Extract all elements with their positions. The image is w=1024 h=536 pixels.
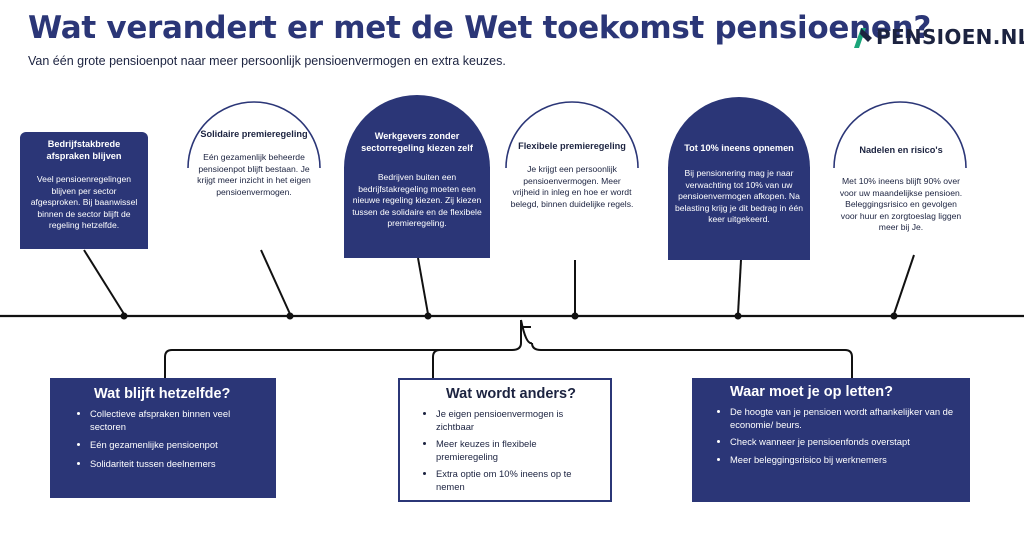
timeline-card-2: Solidaire premieregeling Eén gezamenlijk… (188, 126, 320, 236)
card-body: Bij pensionering mag je naar verwachting… (674, 168, 804, 224)
summary-list: Collectieve afspraken binnen veel sector… (76, 408, 262, 470)
timeline-dot-3 (424, 312, 432, 320)
timeline-card-1: Bedrijfstakbrede afspraken blijven Veel … (20, 132, 148, 249)
list-item: Collectieve afspraken binnen veel sector… (90, 408, 262, 433)
logo-text: PENSIOEN.NL (876, 25, 1024, 49)
timeline-dot-5 (734, 312, 742, 320)
card-title: Bedrijfstakbrede afspraken blijven (46, 139, 122, 161)
logo-mark-icon (854, 28, 872, 48)
card-title: Tot 10% ineens opnemen (684, 143, 794, 153)
summary-box-changes: Wat wordt anders? Je eigen pensioenvermo… (398, 378, 612, 502)
card-body: Veel pensioenregelingen blijven per sect… (30, 174, 138, 230)
card-body: Bedrijven buiten een bedrijfstakregeling… (352, 172, 482, 228)
card-title: Solidaire premieregeling (200, 129, 308, 139)
list-item: Meer keuzes in flexibele premieregeling (436, 438, 598, 463)
card-body: Eén gezamenlijk beheerde pensioenpot bli… (197, 152, 311, 197)
card-title: Nadelen en risico's (859, 145, 943, 155)
timeline-card-4: Flexibele premieregeling Je krijgt een p… (506, 138, 638, 258)
summary-title: Waar moet je op letten? (730, 384, 894, 400)
timeline-dot-4 (571, 312, 579, 320)
timeline-dot-6 (890, 312, 898, 320)
summary-title: Wat wordt anders? (446, 386, 576, 402)
list-item: De hoogte van je pensioen wordt afhankel… (730, 406, 956, 431)
card-body: Met 10% ineens blijft 90% over voor uw m… (839, 176, 963, 232)
summary-box-watch: Waar moet je op letten? De hoogte van je… (692, 378, 970, 502)
card-title: Flexibele premieregeling (518, 141, 626, 151)
list-item: Meer beleggingsrisico bij werknemers (730, 454, 956, 467)
summary-list: De hoogte van je pensioen wordt afhankel… (716, 406, 956, 466)
timeline-dot-1 (120, 312, 128, 320)
timeline-card-5: Tot 10% ineens opnemen Bij pensionering … (668, 140, 810, 260)
list-item: Extra optie om 10% ineens op te nemen (436, 468, 598, 493)
summary-box-same: Wat blijft hetzelfde? Collectieve afspra… (50, 378, 276, 498)
card-arch-2 (187, 101, 321, 169)
summary-list: Je eigen pensioenvermogen is zichtbaar M… (422, 408, 598, 494)
card-body: Je krijgt een persoonlijk pensioenvermog… (510, 164, 634, 209)
card-title: Werkgevers zonder sectorregeling kiezen … (361, 131, 473, 153)
page-subtitle: Van één grote pensioenpot naar meer pers… (28, 54, 506, 68)
list-item: Eén gezamenlijke pensioenpot (90, 439, 262, 452)
list-item: Je eigen pensioenvermogen is zichtbaar (436, 408, 598, 433)
timeline-card-3: Werkgevers zonder sectorregeling kiezen … (344, 126, 490, 258)
page-title: Wat verandert er met de Wet toekomst pen… (28, 10, 932, 46)
timeline-card-6: Nadelen en risico's Met 10% ineens blijf… (834, 142, 968, 257)
summary-title: Wat blijft hetzelfde? (94, 386, 231, 402)
card-arch-6 (833, 101, 967, 169)
brand-logo: PENSIOEN.NL (852, 20, 1024, 54)
card-arch-5 (668, 97, 810, 168)
card-arch-4 (505, 101, 639, 169)
list-item: Check wanneer je pensioenfonds overstapt (730, 436, 956, 449)
list-item: Solidariteit tussen deelnemers (90, 458, 262, 471)
timeline-dot-2 (286, 312, 294, 320)
card-arch-3 (344, 95, 490, 168)
